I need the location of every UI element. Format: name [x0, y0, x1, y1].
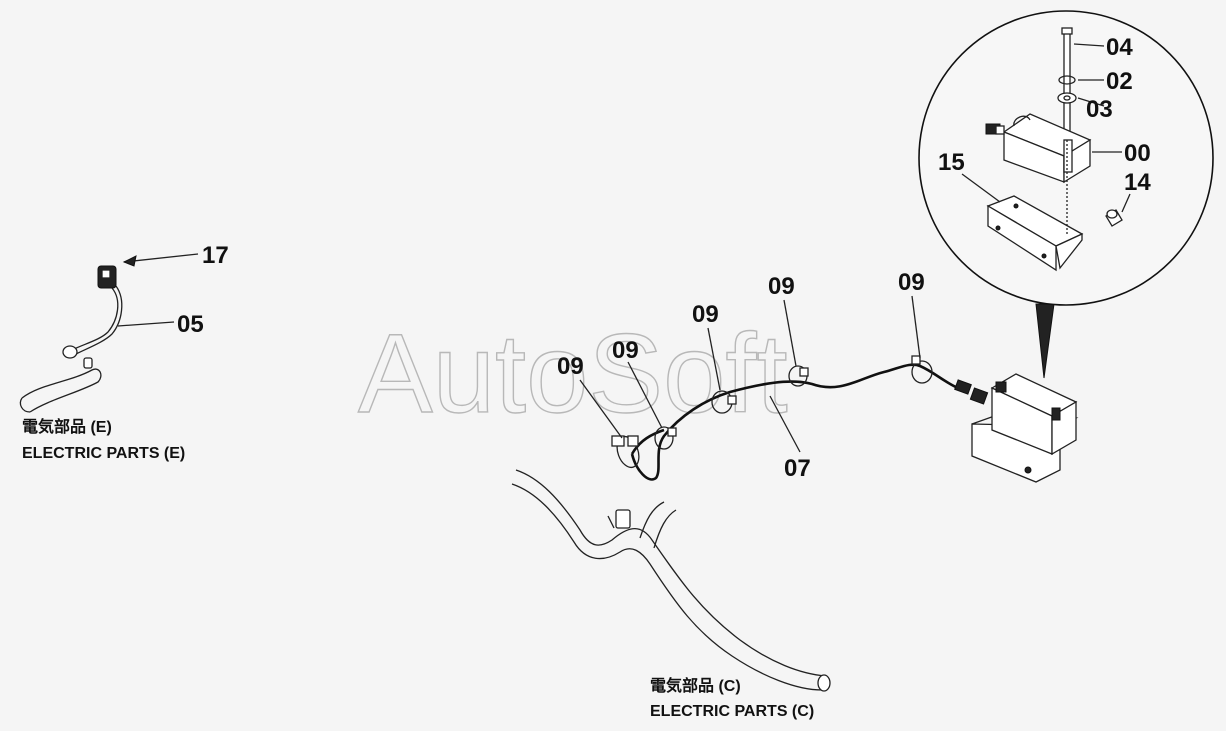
left-harness-assembly	[19, 265, 123, 413]
part-label-09-d: 09	[768, 273, 795, 300]
lower-hose-assembly	[511, 469, 831, 692]
leader-05	[117, 321, 175, 327]
callout-pointer	[1035, 303, 1055, 379]
caption-e-jp: 電気部品 (E)	[22, 417, 112, 436]
part-label-09-c: 09	[692, 301, 719, 328]
main-harness	[611, 355, 989, 481]
part-label-17: 17	[202, 242, 229, 269]
part-label-05: 05	[177, 311, 204, 338]
part-label-07: 07	[784, 455, 811, 482]
part-label-09-a: 09	[557, 353, 584, 380]
part-label-15: 15	[938, 149, 965, 176]
caption-c-jp: 電気部品 (C)	[650, 676, 741, 695]
detail-callout	[918, 10, 1214, 306]
part-label-03: 03	[1086, 96, 1113, 123]
part-label-04: 04	[1106, 34, 1133, 61]
part-label-00: 00	[1124, 140, 1151, 167]
leader-17	[123, 253, 199, 263]
part-label-09-b: 09	[612, 337, 639, 364]
caption-c-en: ELECTRIC PARTS (C)	[650, 703, 814, 720]
relay-bracket-assembly	[971, 373, 1079, 483]
part-label-14: 14	[1124, 169, 1151, 196]
caption-e-en: ELECTRIC PARTS (E)	[22, 445, 185, 462]
part-label-09-e: 09	[898, 269, 925, 296]
part-label-02: 02	[1106, 68, 1133, 95]
